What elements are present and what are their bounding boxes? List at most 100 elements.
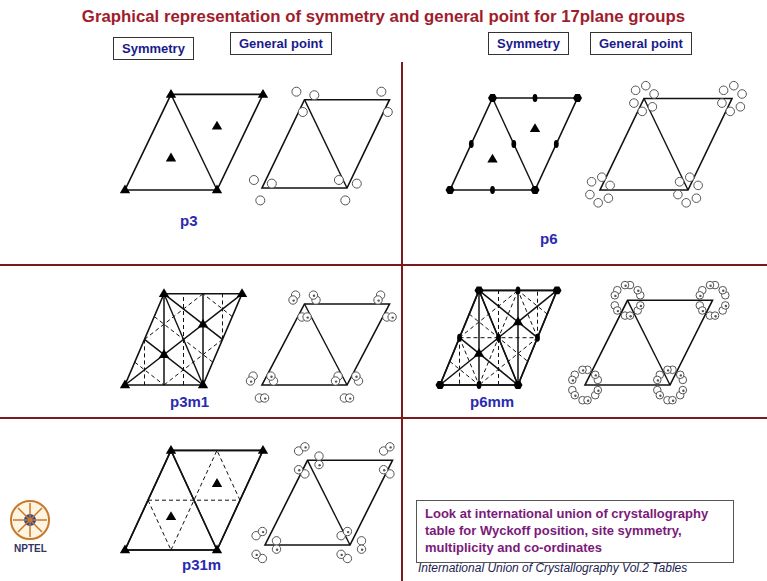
general-point [694,181,703,190]
enantiomorph-mark [725,305,727,307]
enantiomorph-mark [659,395,661,397]
sixfold-symbol [488,94,497,102]
twofold-symbol [490,186,495,194]
cell-outline [125,94,263,190]
general-point [594,386,602,394]
general-point [719,86,728,95]
general-point [260,394,268,402]
general-point [301,443,309,451]
enantiomorph-mark [349,397,351,399]
logo-rays [13,503,47,537]
enantiomorph-mark [392,316,394,318]
general-point [718,99,727,108]
header-text: Symmetry [122,41,185,56]
cell-diagonal [171,94,217,190]
general-point [706,281,714,289]
plane-group-label: p6 [540,230,558,247]
sixfold-symbol [573,94,582,102]
enantiomorph-mark [304,446,306,448]
general-point [357,545,365,553]
general-point [256,196,265,205]
glide-line [148,500,171,550]
note-text: Look at international union of crystallo… [425,506,725,557]
logo-text: NPTEL [14,543,47,554]
enantiomorph-mark [680,374,682,376]
general-point [664,366,672,374]
cell-diagonal [493,98,536,190]
general-point [726,107,735,116]
general-point [379,466,387,474]
general-point [343,527,351,535]
enantiomorph-mark [629,315,631,317]
threefold-symbol [237,288,247,297]
mirror-line [163,294,165,385]
general-point [696,292,704,300]
general-point [246,377,254,385]
general-point [386,443,394,451]
general-point [682,199,691,208]
cell-outline [262,100,390,188]
enantiomorph-mark [702,310,704,312]
enantiomorph-mark [572,379,574,381]
glide-line [479,290,518,385]
general-point [598,173,607,182]
general-point [292,87,301,96]
cell-diagonal [305,100,348,188]
enantiomorph-mark [597,390,599,392]
mirror-line [517,290,519,385]
general-point [352,372,360,380]
glide-line [217,450,240,500]
caption: International Union of Crystallography V… [418,561,687,575]
threefold-symbol [258,89,268,98]
enantiomorph-mark [256,554,258,556]
enantiomorph-mark [722,290,724,292]
general-point [249,176,258,185]
general-point [656,391,664,399]
glide-line [171,450,217,550]
threefold-symbol [166,153,176,162]
general-point [650,90,659,99]
enantiomorph-mark [595,374,597,376]
general-point [303,313,311,321]
general-point [388,313,396,321]
threefold-symbol [530,123,540,132]
twofold-symbol [533,94,538,102]
enantiomorph-mark [355,376,357,378]
threefold-symbol [198,319,208,328]
general-point [331,377,339,385]
enantiomorph-mark [298,469,300,471]
enantiomorph-mark [614,295,616,297]
general-point [310,91,319,100]
enantiomorph-mark [335,380,337,382]
general-point [642,81,651,90]
general-point [679,386,687,394]
cell-outline [600,99,732,191]
general-point [272,537,280,545]
sixfold-symbol [436,381,445,389]
cell-diagonal [164,294,203,385]
threefold-symbol [159,288,169,297]
general-point [675,178,684,187]
general-point [584,396,592,404]
general-point [648,103,657,112]
threefold-symbol [120,545,130,554]
enantiomorph-mark [624,285,626,287]
cell-outline [440,290,557,385]
general-point [594,199,603,208]
header-box: Symmetry [113,37,194,60]
enantiomorph-mark [657,379,659,381]
plane-group-label: p6mm [470,393,514,410]
general-point [377,87,386,96]
mirror-line [202,294,204,385]
twofold-symbol [511,140,516,148]
general-point [298,108,307,117]
enantiomorph-mark [270,376,272,378]
cell-diagonal [644,99,688,190]
threefold-symbol [212,121,222,130]
general-point [699,307,707,315]
twofold-symbol [554,140,559,148]
enantiomorph-mark [637,290,639,292]
header-box: General point [590,32,692,55]
logo-emblem [11,501,49,539]
cell-outline [585,300,713,385]
